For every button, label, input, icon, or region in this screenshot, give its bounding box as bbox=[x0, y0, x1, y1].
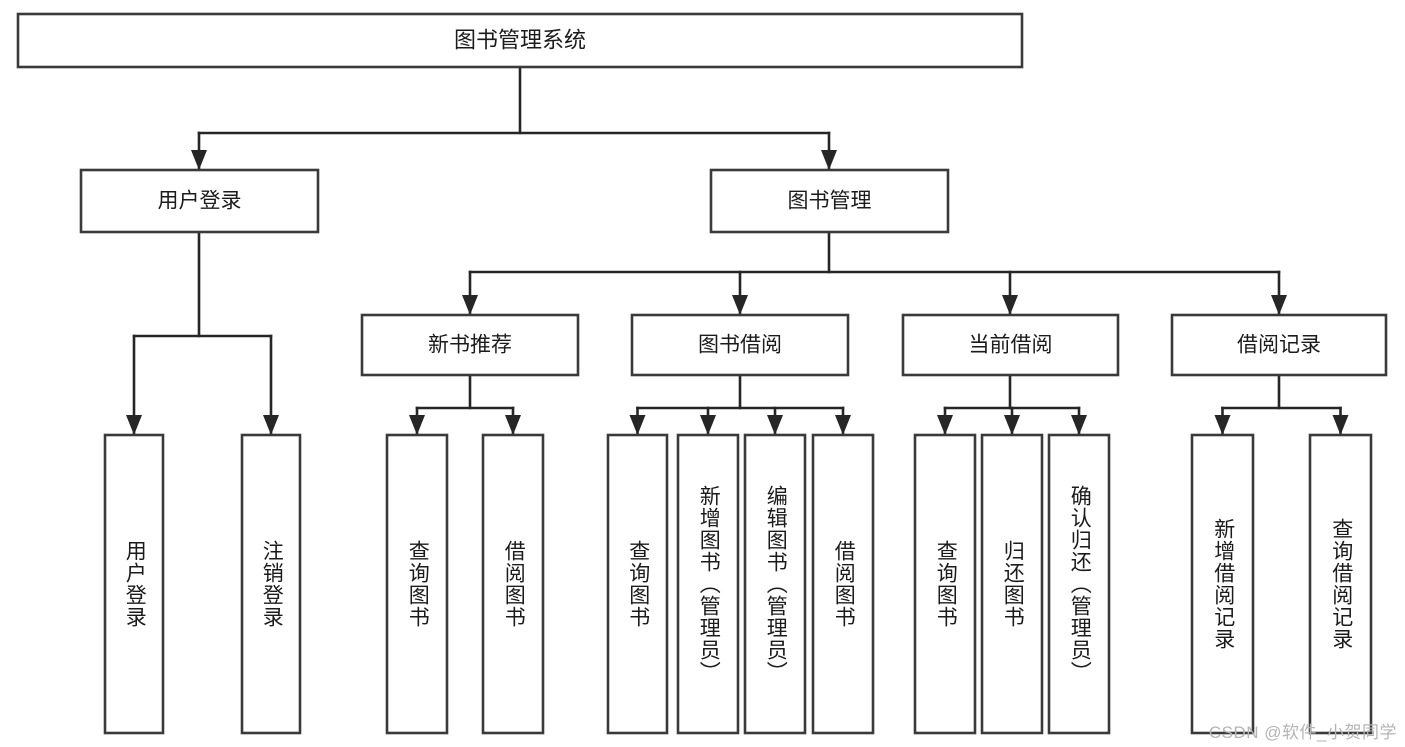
arrow-head-icon bbox=[732, 295, 748, 315]
arrow-head-icon bbox=[767, 415, 783, 435]
node-box-leaf-confirm-return[interactable] bbox=[1047, 433, 1111, 735]
arrow-head-icon bbox=[1002, 295, 1018, 315]
arrow-head-icon bbox=[700, 415, 716, 435]
node-box-leaf-borrow-book-rec[interactable] bbox=[481, 433, 545, 735]
arrow-head-icon bbox=[191, 150, 207, 170]
connector-layer bbox=[126, 65, 1349, 435]
node-box-leaf-return-book[interactable] bbox=[980, 433, 1044, 735]
arrow-head-icon bbox=[1214, 415, 1231, 435]
node-label-user-login: 用户登录 bbox=[158, 190, 242, 213]
node-box-leaf-query-book-bb[interactable] bbox=[606, 433, 669, 735]
arrow-head-icon bbox=[1071, 415, 1087, 435]
node-box-book-manage[interactable] bbox=[709, 168, 950, 234]
arrow-head-icon bbox=[409, 415, 425, 435]
node-box-current-borrow[interactable] bbox=[901, 313, 1120, 377]
node-box-leaf-query-record[interactable] bbox=[1308, 433, 1373, 735]
node-box-leaf-logout[interactable] bbox=[240, 433, 302, 735]
node-box-root[interactable] bbox=[16, 12, 1024, 69]
node-box-leaf-edit-book[interactable] bbox=[743, 433, 807, 735]
node-label-current-borrow: 当前借阅 bbox=[969, 334, 1053, 357]
arrow-head-icon bbox=[937, 415, 953, 435]
watermark-text: CSDN @软件_小贺同学 bbox=[1208, 723, 1397, 742]
node-box-borrow-record[interactable] bbox=[1170, 313, 1388, 377]
node-box-leaf-query-book-rec[interactable] bbox=[385, 433, 449, 735]
arrow-head-icon bbox=[263, 415, 279, 435]
node-box-leaf-user-login[interactable] bbox=[103, 433, 165, 735]
node-label-book-borrow: 图书借阅 bbox=[698, 334, 782, 357]
node-label-borrow-record: 借阅记录 bbox=[1237, 334, 1321, 357]
box-layer bbox=[16, 12, 1388, 735]
node-box-leaf-add-record[interactable] bbox=[1190, 433, 1255, 735]
arrow-head-icon bbox=[505, 415, 521, 435]
node-box-leaf-add-book[interactable] bbox=[676, 433, 740, 735]
arrow-head-icon bbox=[629, 415, 646, 435]
node-label-new-book-rec: 新书推荐 bbox=[428, 334, 512, 357]
node-box-leaf-borrow-book-bb[interactable] bbox=[811, 433, 875, 735]
node-label-book-manage: 图书管理 bbox=[788, 190, 872, 213]
node-box-new-book-rec[interactable] bbox=[360, 313, 580, 377]
arrow-head-icon bbox=[1332, 415, 1349, 435]
arrow-head-icon bbox=[126, 415, 142, 435]
arrow-head-icon bbox=[1004, 415, 1020, 435]
node-box-leaf-query-book-cb[interactable] bbox=[913, 433, 977, 735]
arrow-head-icon bbox=[821, 150, 837, 170]
arrow-head-icon bbox=[835, 415, 851, 435]
arrow-head-icon bbox=[1271, 295, 1287, 315]
node-box-book-borrow[interactable] bbox=[630, 313, 850, 377]
arrow-head-icon bbox=[462, 295, 478, 315]
node-box-user-login[interactable] bbox=[79, 168, 320, 234]
node-label-root: 图书管理系统 bbox=[454, 27, 586, 52]
